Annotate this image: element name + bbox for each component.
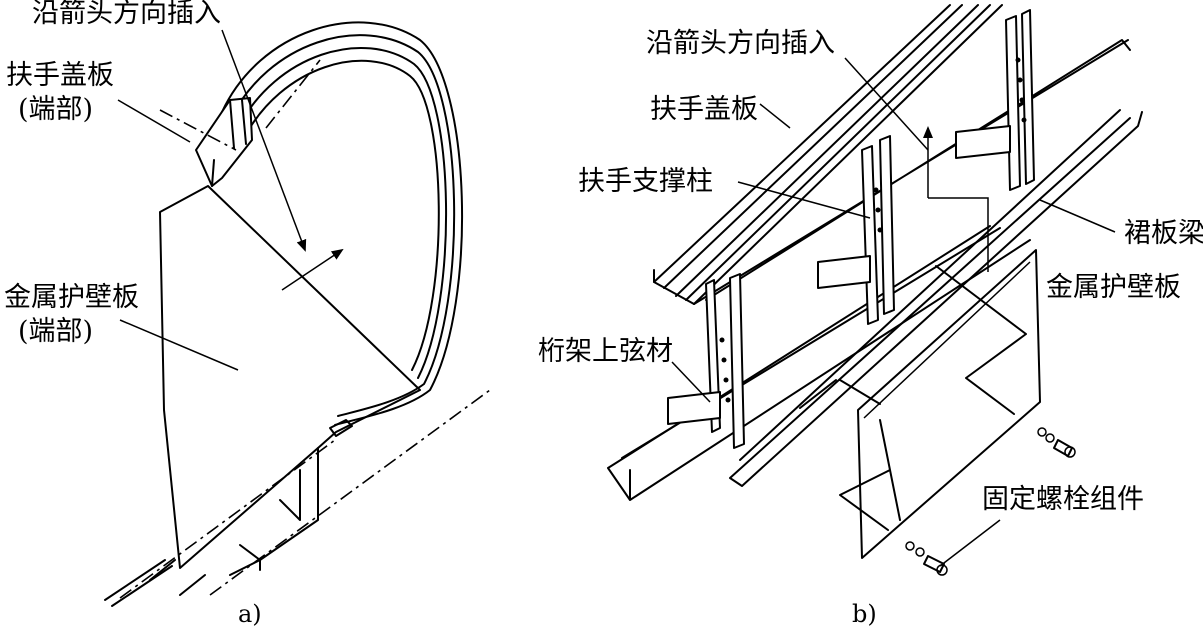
leader-skirt-b xyxy=(1039,199,1116,233)
metal-panel-end-drawing xyxy=(104,185,421,607)
caption-b: b) xyxy=(852,600,877,628)
leader-metal-panel-a xyxy=(119,319,239,371)
label-handrail-cover-b: 扶手盖板 xyxy=(650,94,758,125)
leader-bolt-b xyxy=(939,519,1001,567)
label-insert-direction-b: 沿箭头方向插入 xyxy=(646,28,835,59)
label-skirt-beam-b: 裙板梁 xyxy=(1124,218,1203,249)
metal-panel-drawing xyxy=(799,249,1041,559)
label-handrail-cover-a-sub: (端部) xyxy=(18,94,93,125)
handrail-posts-drawing xyxy=(667,9,1035,449)
caption-a: a) xyxy=(238,600,262,628)
label-metal-panel-a: 金属护壁板 xyxy=(4,282,139,313)
leader-handrail-cover-b xyxy=(759,103,791,129)
label-metal-panel-b: 金属护壁板 xyxy=(1046,272,1181,303)
leader-truss-b xyxy=(671,361,711,403)
label-handrail-cover-a: 扶手盖板 xyxy=(6,60,114,91)
insert-arrow-a2 xyxy=(281,248,344,291)
handrail-cover-drawing xyxy=(653,4,1131,305)
bolt-assembly-drawing xyxy=(905,427,1076,576)
skirt-beam-drawing xyxy=(729,109,1143,487)
leader-insert-b xyxy=(844,57,929,151)
figure-b: 沿箭头方向插入 扶手盖板 扶手支撑柱 裙板梁 金属护壁板 桁架上弦材 固定螺栓组… xyxy=(538,4,1203,628)
post-holes xyxy=(719,57,1027,403)
label-metal-panel-a-sub: (端部) xyxy=(18,316,93,347)
label-truss-chord-b: 桁架上弦材 xyxy=(538,336,673,367)
leader-handrail-cover-a xyxy=(117,99,191,143)
figure-a: 沿箭头方向插入 扶手盖板 (端部) 金属护壁板 (端部) a) xyxy=(4,0,491,628)
leader-post-b xyxy=(737,181,871,219)
label-handrail-post-b: 扶手支撑柱 xyxy=(578,166,713,197)
label-bolt-assembly-b: 固定螺栓组件 xyxy=(982,484,1144,515)
insert-arrow-a xyxy=(221,29,307,252)
label-insert-direction-a: 沿箭头方向插入 xyxy=(32,0,221,29)
handrail-cover-end-drawing xyxy=(119,21,491,599)
